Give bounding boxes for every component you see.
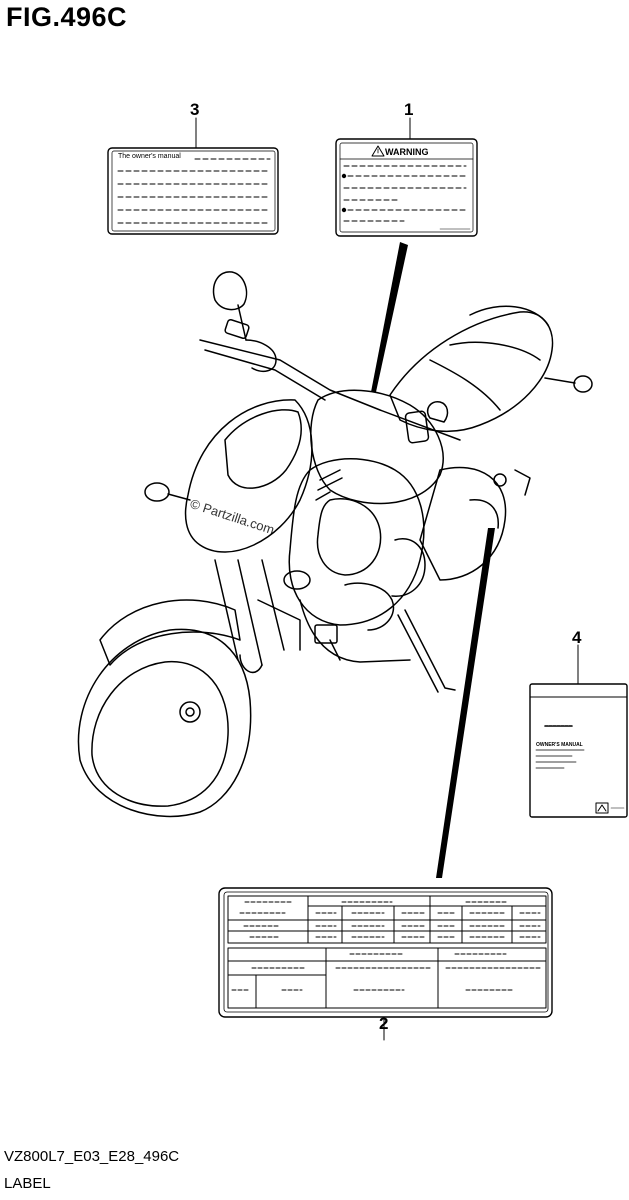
callout-1[interactable]: 1 [404, 100, 414, 119]
section-label: LABEL [4, 1175, 51, 1192]
callout-3[interactable]: 3 [190, 100, 200, 119]
callout-4[interactable]: 4 [572, 628, 582, 647]
manual-booklet[interactable] [529, 683, 628, 818]
figure-title: FIG.496C [6, 2, 128, 32]
manual-booklet-text: OWNER'S MANUAL [536, 742, 583, 748]
motorcycle-illustration [77, 271, 593, 818]
warning-label[interactable] [335, 138, 478, 237]
tire-info-label[interactable] [218, 887, 553, 1018]
warning-label-heading: WARNING [385, 147, 429, 157]
manual-label-text: The owner's manual [118, 153, 181, 160]
manual-label[interactable] [107, 147, 279, 235]
diagram-code: VZ800L7_E03_E28_496C [4, 1148, 180, 1165]
